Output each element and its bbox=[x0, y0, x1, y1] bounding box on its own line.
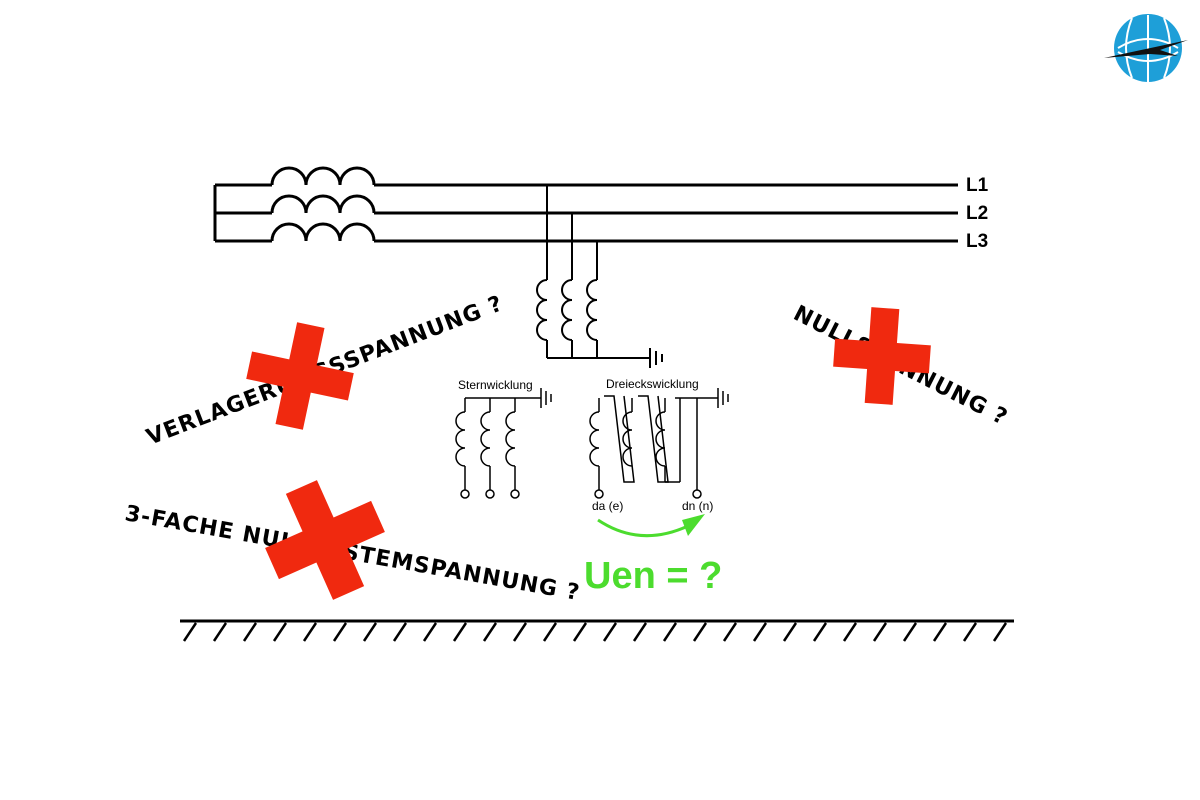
line-label-l1: L1 bbox=[966, 175, 989, 196]
line-label-l3: L3 bbox=[966, 231, 988, 252]
red-cross-icon bbox=[265, 480, 385, 600]
primary-windings bbox=[536, 185, 663, 368]
rejected-term-1: VERLAGERUNGSSPANNUNG ? bbox=[143, 291, 507, 450]
ground-symbol bbox=[180, 619, 1014, 642]
star-winding bbox=[455, 388, 552, 499]
three-phase-lines bbox=[213, 166, 958, 243]
terminal-da-label: da (e) bbox=[592, 499, 623, 513]
uen-question: Uen = ? bbox=[584, 555, 722, 597]
voltage-arrow bbox=[597, 514, 705, 538]
rejected-term-3: 3-FACHE NULLSYSTEMSPANNUNG ? bbox=[123, 480, 582, 606]
star-winding-label: Sternwicklung bbox=[458, 378, 533, 392]
rejected-term-2: NULLSPANNUNG ? bbox=[789, 301, 1011, 431]
terminal-dn-label: dn (n) bbox=[682, 499, 713, 513]
globe-airplane-logo bbox=[1104, 14, 1188, 82]
delta-winding-label: Dreieckswicklung bbox=[606, 377, 699, 391]
red-cross-icon bbox=[246, 322, 354, 430]
line-label-l2: L2 bbox=[966, 203, 988, 224]
delta-winding bbox=[589, 388, 729, 499]
red-cross-icon bbox=[833, 307, 931, 405]
